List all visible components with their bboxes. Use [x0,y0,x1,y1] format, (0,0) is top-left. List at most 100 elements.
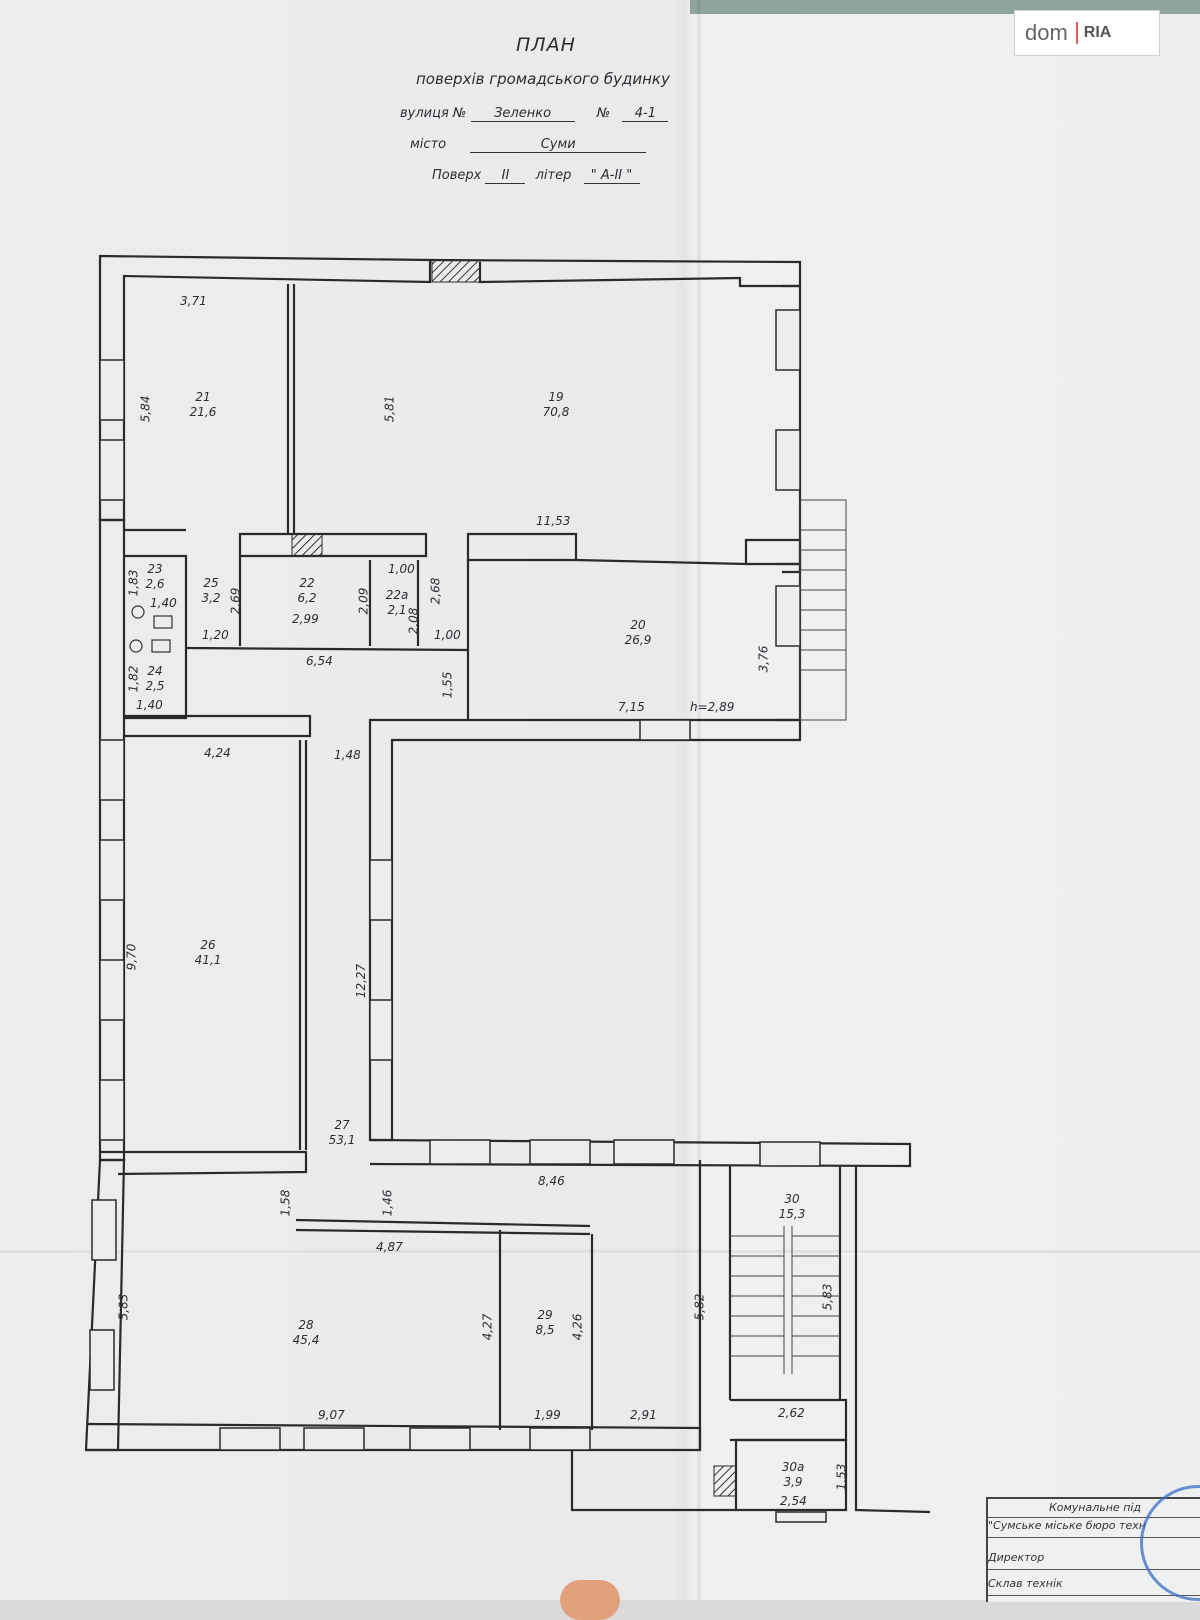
role-director: Директор [988,1551,1200,1570]
right-wall-block [744,538,802,566]
dim-label: 1,83 [126,569,141,597]
dim-label: 9,70 [124,943,139,971]
floor-label: Поверх [432,168,482,183]
room26-bottom-wall [100,1150,308,1176]
room20-top-thin [575,558,747,566]
dim-label: 4,24 [204,746,231,760]
window [775,429,801,491]
corridor-wall-a [238,532,428,558]
dim-label: 9,07 [318,1408,345,1422]
corridor-wall-b [124,714,312,738]
number-value: 4-1 [622,106,669,122]
lower-rooms-top [295,1218,591,1228]
dim-label: h=2,89 [690,700,735,714]
dim-label: 1,20 [202,628,229,642]
dim-label: 6,54 [306,654,333,668]
dim-label: 1,99 [534,1408,561,1422]
watermark-left: dom [1025,20,1068,45]
dim-label: 1,40 [136,698,163,712]
dim-label: 5,83 [116,1293,131,1321]
dim-label: 5,81 [382,395,397,423]
dim-label: 2,91 [630,1408,657,1422]
window [775,585,801,647]
dim-label: 2,99 [292,612,319,626]
dim-label: 2,62 [778,1406,805,1420]
mid-building-wall [368,718,802,1142]
org-line-2: "Сумське міське бюро техн [988,1519,1200,1538]
dim-label: 3,71 [180,294,207,308]
dim-label: 1,55 [440,671,455,699]
dim-label: 2,09 [356,587,371,615]
window [429,1139,491,1165]
window [219,1427,281,1451]
dim-label: 1,00 [434,628,461,642]
window [529,1427,591,1451]
dim-label: 2,54 [780,1494,807,1508]
dim-label: 1,46 [380,1189,395,1217]
window [99,959,125,1021]
letter-value: " А-ІІ " [583,168,640,184]
window [91,1199,117,1261]
dim-label: 11,53 [536,514,571,528]
chimney-hatch [713,1465,737,1497]
window [369,999,393,1061]
street-label: вулиця № [400,106,467,121]
dim-label: 5,84 [138,395,153,423]
window [99,739,125,801]
floor-row: Поверх II літер " А-ІІ " [432,168,640,184]
dim-label: 5,82 [692,1293,707,1321]
chimney-hatch [291,533,323,557]
watermark-right: RIA [1075,22,1118,44]
paper-fold-vertical [697,0,701,1600]
entry-line [570,1450,736,1512]
window [529,1139,591,1165]
street-row: вулиця № Зеленко № 4-1 [400,106,669,122]
dim-label: 4,87 [376,1240,403,1254]
window [89,1329,115,1391]
dim-label: 2,68 [428,577,443,605]
role-technician: Склав технік [988,1577,1200,1596]
dim-label: 1,58 [278,1189,293,1217]
window [775,1511,827,1523]
dim-label: 1,53 [834,1463,849,1491]
window [99,359,125,421]
window [759,1141,821,1167]
window [639,719,691,741]
chimney-hatch [431,259,481,283]
window [99,839,125,901]
outer-wall-outline [98,254,432,522]
window [303,1427,365,1451]
plan-title: ПЛАН [516,34,576,56]
dim-label: 4,26 [570,1313,585,1341]
top-wall [429,258,802,288]
plan-subtitle: поверхів громадського будинку [416,70,670,88]
corridor-upper-line [185,646,469,652]
dim-label: 1,48 [334,748,361,762]
city-row: місто Суми [410,137,647,153]
city-label: місто [410,137,447,152]
dim-label: 1,40 [150,596,177,610]
plumbing-fixtures [129,605,173,653]
right-wall-upper [782,284,802,574]
dim-label: 2,69 [228,587,243,615]
letter-label: літер [535,168,572,183]
dim-label: 7,15 [618,700,645,714]
dim-label: 1,00 [388,562,415,576]
room20-top [466,532,578,562]
dom-ria-watermark: dom RIA [1014,10,1160,56]
org-line-1: Комунальне під [988,1501,1200,1518]
number-label: № [596,106,611,121]
